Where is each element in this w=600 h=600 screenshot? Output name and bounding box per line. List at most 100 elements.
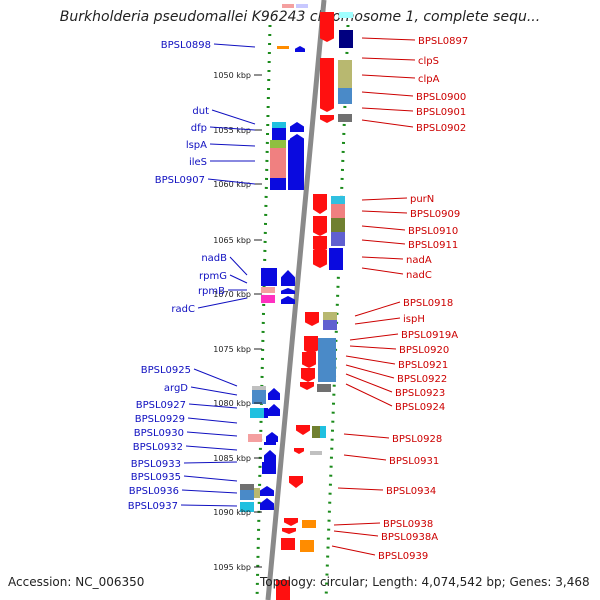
right-gene-label: BPSL0928 [392,434,442,445]
left-gene-label: rpmB [198,286,225,297]
gene-arrow-down [301,374,315,382]
right-gene-label: nadC [406,270,432,281]
right-gene-label: BPSL0897 [418,36,468,47]
gene-block [270,140,286,148]
right-gene-label: BPSL0921 [398,360,448,371]
gene-block [288,144,304,180]
gene-block [313,236,327,246]
right-label-leader [333,522,381,526]
gene-block [302,520,316,528]
left-gene-label: BPSL0933 [131,459,181,470]
gene-block [248,434,262,442]
gene-arrow-down [313,228,327,236]
map-title: Burkholderia pseudomallei K96243 chromos… [59,9,541,25]
left-label-leader [209,126,256,131]
kbp-tick-label: 1050 kbp [213,71,251,80]
right-label-leader [345,364,395,379]
gene-features [240,4,353,600]
left-gene-label: radC [171,304,195,315]
gene-block [240,484,254,490]
gene-block [338,60,352,88]
right-label-leader [361,37,416,41]
gene-block [240,502,254,512]
gene-arrow-down [289,476,303,488]
gene-block [339,12,353,18]
right-label-leader [361,210,408,214]
right-label-leader [343,433,390,439]
gene-block [261,295,275,303]
gene-arrow-up [290,122,304,132]
right-label-leader [343,454,387,461]
gene-block [331,232,345,246]
kbp-tick-label: 1065 kbp [213,236,251,245]
right-label-leader [361,197,408,201]
left-label-leader [211,109,256,125]
gene-arrow-up [281,288,295,294]
gene-arrow-down [320,104,334,112]
gene-block [323,320,337,330]
gene-block [313,250,327,260]
right-gene-label: BPSL0909 [410,209,460,220]
right-gene-label: ispH [403,314,425,325]
left-gene-label: argD [164,383,188,394]
gene-arrow-up [268,388,280,400]
kbp-tick-label: 1085 kbp [213,454,251,463]
left-label-leader [190,386,238,396]
left-label-leader [193,368,238,387]
left-gene-label: dut [192,106,209,117]
gene-block [252,386,266,390]
left-gene-label: BPSL0925 [141,365,191,376]
left-gene-label: lspA [186,140,207,151]
right-label-leader [361,91,414,97]
right-label-leader [337,487,384,491]
gene-block [264,442,276,445]
right-gene-label: BPSL0918 [403,298,453,309]
right-gene-label: BPSL0919A [401,330,458,341]
accession-text: Accession: NC_006350 [8,575,145,589]
left-gene-label: BPSL0927 [136,400,186,411]
right-label-leader [361,107,414,112]
gene-block [288,180,304,190]
gene-arrow-up [260,486,274,496]
right-gene-label: nadA [406,255,432,266]
left-label-leader [229,274,248,284]
right-label-leader [333,530,379,537]
kbp-tick-label: 1090 kbp [213,508,251,517]
gene-arrow-down [320,34,334,42]
gene-block [270,178,286,190]
right-gene-label: BPSL0939 [378,551,428,562]
gene-arrow-down [313,260,327,268]
right-label-leader [361,239,406,245]
gene-block [250,408,264,418]
gene-block [338,114,352,122]
gene-arrow-down [313,204,327,214]
gene-arrow-up [288,136,304,146]
right-label-leader [345,373,393,393]
gene-arrow-down [296,425,310,435]
right-gene-labels: BPSL0897clpSclpABPSL0900BPSL0901BPSL0902… [331,36,468,562]
gene-block [301,368,315,374]
kbp-tick-label: 1095 kbp [213,563,251,572]
left-label-leader [186,431,238,437]
gene-block [261,287,275,293]
gene-block [318,338,336,382]
gene-block [323,312,337,320]
right-gene-label: BPSL0938 [383,519,433,530]
right-label-leader [354,301,401,317]
gene-block [320,58,334,86]
gene-arrow-up [266,432,278,442]
right-label-leader [345,383,393,407]
left-gene-label: BPSL0898 [161,40,211,51]
left-label-leader [229,256,248,276]
gene-block [262,462,276,474]
kbp-tick-label: 1075 kbp [213,345,251,354]
gene-block [261,268,277,286]
center-axis [265,0,327,600]
gene-arrow-down [284,518,298,526]
gene-block [302,352,316,360]
left-label-leader [188,403,238,409]
right-gene-label: BPSL0922 [397,374,447,385]
kbp-tick-label: 1070 kbp [213,290,251,299]
ruler-track-left [255,24,272,600]
